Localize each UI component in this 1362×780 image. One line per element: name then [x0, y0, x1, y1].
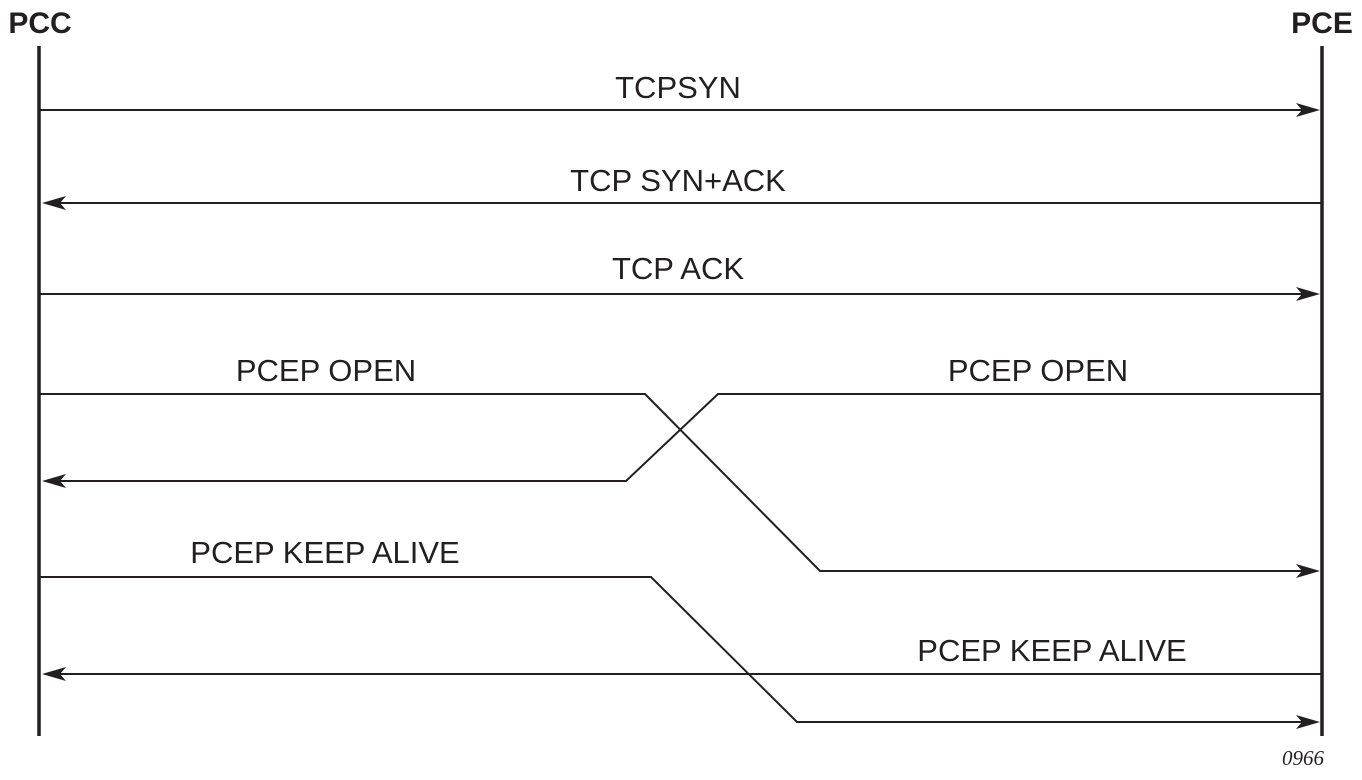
message-label: PCEP OPEN [236, 353, 416, 388]
arrowhead [42, 196, 66, 210]
message-keepalive-pce: PCEP KEEP ALIVE [42, 633, 1322, 681]
arrowhead [1296, 715, 1320, 729]
pce-label: PCE [1291, 7, 1353, 40]
message-tcp-syn: TCPSYN [39, 70, 1320, 117]
message-label: TCP ACK [612, 251, 744, 286]
message-label: PCEP KEEP ALIVE [190, 535, 459, 570]
figure-id: 0966 [1282, 746, 1325, 770]
message-pcep-open-pce: PCEP OPEN [42, 353, 1322, 488]
message-line [56, 393, 1322, 482]
message-line [39, 576, 1306, 723]
message-keepalive-pcc: PCEP KEEP ALIVE [39, 535, 1320, 729]
message-pcep-open-pcc: PCEP OPEN [39, 353, 1320, 578]
message-label: TCP SYN+ACK [570, 163, 786, 198]
arrowhead [42, 474, 66, 488]
arrowhead [1296, 287, 1320, 301]
message-tcp-ack: TCP ACK [39, 251, 1320, 301]
message-label: PCEP KEEP ALIVE [917, 633, 1186, 668]
message-label: TCPSYN [615, 70, 741, 105]
message-tcp-syn-ack: TCP SYN+ACK [42, 163, 1322, 210]
message-label: PCEP OPEN [948, 353, 1128, 388]
message-line [39, 393, 1306, 572]
arrowhead [42, 667, 66, 681]
arrowhead [1296, 103, 1320, 117]
arrowhead [1296, 564, 1320, 578]
pcc-label: PCC [8, 7, 71, 40]
